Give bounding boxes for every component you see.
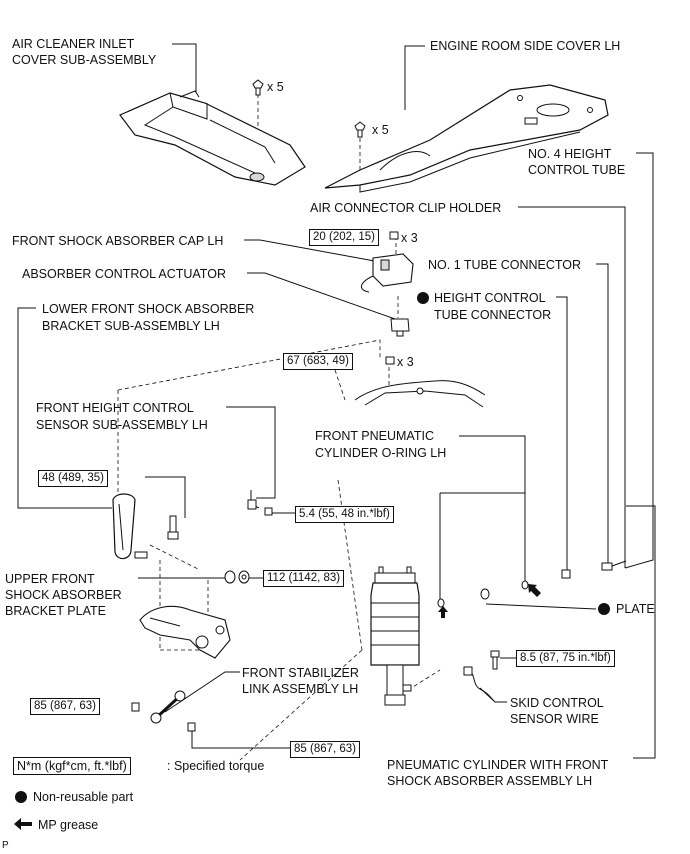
qty-engine-cover-clips: x 5 xyxy=(372,123,389,137)
nut-icon xyxy=(385,356,395,365)
torque-85-right: 85 (867, 63) xyxy=(290,741,361,758)
nut-icon xyxy=(131,702,140,712)
label-oring-line2: CYLINDER O-RING LH xyxy=(315,446,447,460)
label-upper-plate-line1: UPPER FRONT xyxy=(5,572,95,586)
grease-arrow-icon xyxy=(14,818,32,830)
label-air-cleaner-line2: COVER SUB-ASSEMBLY xyxy=(12,53,157,67)
front-height-control-sensor xyxy=(247,490,273,516)
label-skid-wire-line2: SENSOR WIRE xyxy=(510,712,599,726)
label-pneumatic-cylinder-line1: PNEUMATIC CYLINDER WITH FRONT xyxy=(387,758,609,772)
label-stabilizer-link-line2: LINK ASSEMBLY LH xyxy=(242,682,359,696)
nut-icon xyxy=(389,231,399,240)
o-ring xyxy=(521,580,529,590)
label-no1-tube-connector: NO. 1 TUBE CONNECTOR xyxy=(428,258,582,272)
label-lower-bracket-line2: BRACKET SUB-ASSEMBLY LH xyxy=(42,319,220,333)
legend-torque-desc: : Specified torque xyxy=(167,759,265,773)
absorber-control-actuator xyxy=(390,318,410,337)
legend-non-reusable: Non-reusable part xyxy=(33,790,134,804)
lower-shock-absorber-bracket xyxy=(112,493,148,560)
clip-icon xyxy=(354,121,366,138)
upper-support xyxy=(354,380,486,408)
torque-48: 48 (489, 35) xyxy=(38,470,109,487)
grease-arrow-icon xyxy=(528,584,541,597)
skid-control-sensor-wire xyxy=(463,666,495,702)
bolt-icon xyxy=(167,515,179,540)
non-reusable-dot-icon xyxy=(598,603,610,615)
qty-air-cleaner-clips: x 5 xyxy=(267,80,284,94)
label-lower-bracket-line1: LOWER FRONT SHOCK ABSORBER xyxy=(42,302,255,316)
torque-5-4: 5.4 (55, 48 in.*lbf) xyxy=(295,506,394,523)
plate-part xyxy=(480,588,490,600)
label-no4-tube-line1: NO. 4 HEIGHT xyxy=(528,147,612,161)
qty-upper-nuts: x 3 xyxy=(397,355,414,369)
label-front-shock-cap: FRONT SHOCK ABSORBER CAP LH xyxy=(12,234,224,248)
lower-arm xyxy=(139,605,231,659)
air-cleaner-inlet-cover xyxy=(119,90,306,186)
torque-67: 67 (683, 49) xyxy=(283,353,354,370)
torque-85-left: 85 (867, 63) xyxy=(30,698,101,715)
engine-room-side-cover xyxy=(324,84,609,193)
torque-112: 112 (1142, 83) xyxy=(263,570,345,587)
label-height-sensor-line2: SENSOR SUB-ASSEMBLY LH xyxy=(36,418,208,432)
height-control-tube-connector xyxy=(561,569,571,579)
upper-bracket-plate xyxy=(224,570,250,584)
label-air-cleaner-line1: AIR CLEANER INLET xyxy=(12,37,135,51)
torque-20: 20 (202, 15) xyxy=(309,229,380,246)
tube-connector xyxy=(601,560,627,571)
clip-icon xyxy=(252,79,264,96)
torque-8-5: 8.5 (87, 75 in.*lbf) xyxy=(516,650,615,667)
label-upper-plate-line2: SHOCK ABSORBER xyxy=(5,588,122,602)
label-plate: PLATE xyxy=(616,602,655,616)
label-upper-plate-line3: BRACKET PLATE xyxy=(5,604,106,618)
bolt-icon xyxy=(490,650,500,670)
label-height-control-connector-line2: TUBE CONNECTOR xyxy=(434,308,552,322)
non-reusable-dot-icon xyxy=(15,791,27,803)
non-reusable-dot-icon xyxy=(417,292,429,304)
o-ring xyxy=(437,598,445,608)
stabilizer-link xyxy=(150,690,186,724)
front-shock-absorber-cap xyxy=(361,253,414,293)
legend-torque-box: N*m (kgf*cm, ft.*lbf) xyxy=(13,757,131,775)
qty-cap-nuts: x 3 xyxy=(401,231,418,245)
label-skid-wire-line1: SKID CONTROL xyxy=(510,696,604,710)
label-engine-room-cover: ENGINE ROOM SIDE COVER LH xyxy=(430,39,621,53)
corner-mark: P xyxy=(2,840,9,851)
label-air-connector-clip: AIR CONNECTOR CLIP HOLDER xyxy=(310,201,502,215)
label-pneumatic-cylinder-line2: SHOCK ABSORBER ASSEMBLY LH xyxy=(387,774,593,788)
pneumatic-cylinder xyxy=(370,566,420,706)
label-oring-line1: FRONT PNEUMATIC xyxy=(315,429,434,443)
label-height-control-connector-line1: HEIGHT CONTROL xyxy=(434,291,546,305)
label-no4-tube-line2: CONTROL TUBE xyxy=(528,163,626,177)
label-height-sensor-line1: FRONT HEIGHT CONTROL xyxy=(36,401,194,415)
legend-mp-grease: MP grease xyxy=(38,818,99,832)
grease-arrow-icon xyxy=(438,606,448,618)
label-absorber-actuator: ABSORBER CONTROL ACTUATOR xyxy=(22,267,226,281)
nut-icon xyxy=(187,722,196,732)
label-stabilizer-link-line1: FRONT STABILIZER xyxy=(242,666,359,680)
